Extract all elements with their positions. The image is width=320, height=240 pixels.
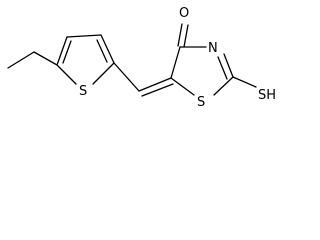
bond-carbonyl-double-inner bbox=[183, 24, 189, 48]
bond-methine-exocyclic-double bbox=[138, 77, 172, 92]
bond-thiophene-methine bbox=[113, 62, 140, 92]
bond-methine-exocyclic-double-inner bbox=[141, 83, 174, 97]
bond-ethyl-ch2 bbox=[33, 51, 58, 66]
bond-thiophene-c2-s bbox=[92, 62, 115, 85]
bond-thiophene-s-c5 bbox=[56, 64, 77, 85]
bond-thiazole-n3-c2-inner bbox=[217, 56, 228, 80]
bond-thiazole-s1-c5 bbox=[170, 77, 195, 96]
bond-thiophene-c5-c4 bbox=[56, 36, 68, 66]
atom-label-ring-s: S bbox=[197, 95, 205, 110]
atom-label-carbonyl-o: O bbox=[179, 6, 189, 21]
structure-svg: S S N O SH bbox=[7, 6, 276, 110]
bond-thiol bbox=[232, 76, 257, 88]
atom-label-thiol-sh: SH bbox=[258, 88, 276, 103]
bond-thiophene-c4-c3 bbox=[66, 34, 102, 38]
atom-label-thiophene-s: S bbox=[79, 84, 87, 99]
bond-thiazole-n3-c2 bbox=[223, 53, 234, 78]
bond-thiophene-c3-c2-inner bbox=[96, 39, 108, 63]
bond-ethyl-ch3 bbox=[7, 51, 35, 69]
molecule-structure: S S N O SH bbox=[0, 0, 311, 112]
bond-thiophene-c3-c2 bbox=[100, 34, 115, 64]
bond-thiazole-c5-c4 bbox=[170, 46, 181, 79]
bond-carbonyl-double bbox=[177, 23, 183, 47]
atom-label-ring-n: N bbox=[208, 41, 218, 56]
bond-thiophene-c5-c4-inner bbox=[62, 40, 72, 64]
bond-thiazole-c2-s1 bbox=[213, 76, 234, 96]
